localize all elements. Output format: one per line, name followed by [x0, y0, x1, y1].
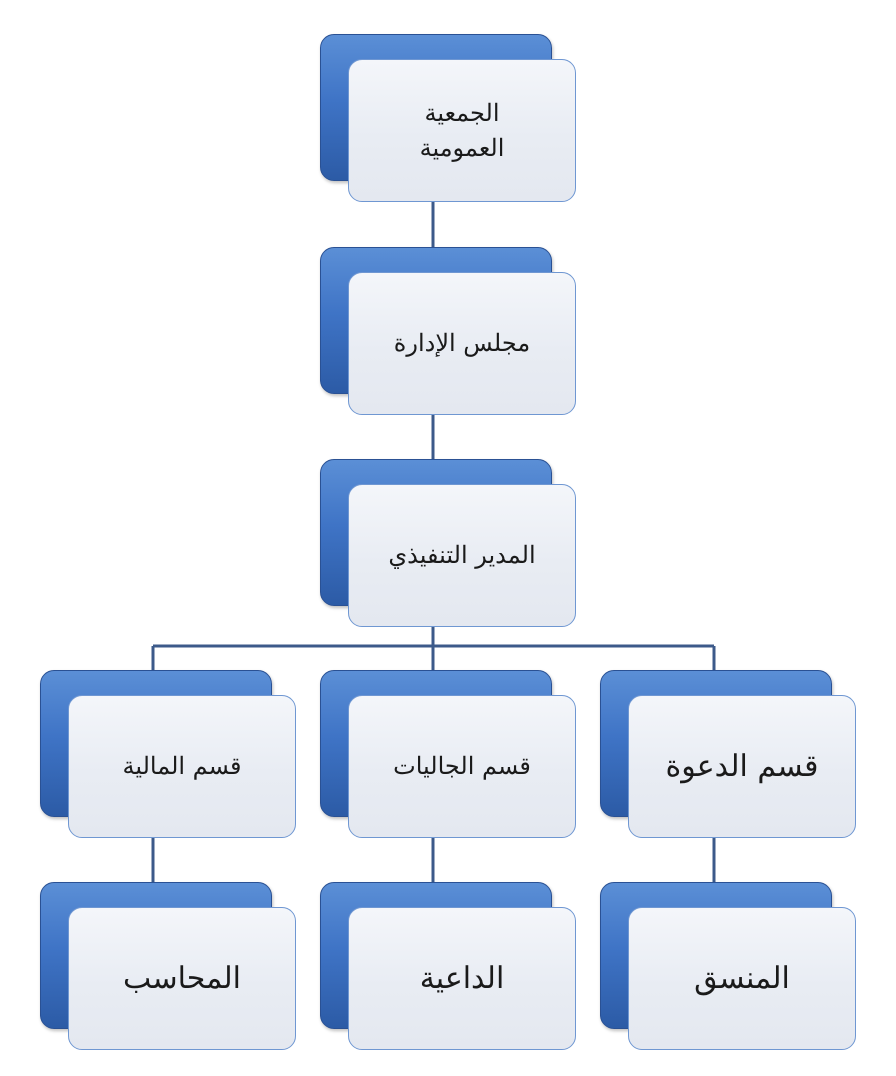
node-front-card: الداعية [348, 907, 576, 1050]
node-general-assembly: الجمعية العمومية [320, 34, 578, 204]
node-board: مجلس الإدارة [320, 247, 578, 417]
node-dept-dawah: قسم الدعوة [600, 670, 858, 840]
node-dept-finance: قسم المالية [40, 670, 298, 840]
dept-finance-label: قسم المالية [122, 752, 242, 781]
executive-director-label: المدير التنفيذي [388, 541, 536, 570]
general-assembly-line1: الجمعية [424, 98, 500, 127]
node-front-card: المحاسب [68, 907, 296, 1050]
dept-communities-label: قسم الجاليات [393, 752, 531, 781]
node-staff-preacher: الداعية [320, 882, 578, 1052]
node-front-card: قسم الدعوة [628, 695, 856, 838]
node-front-card: قسم الجاليات [348, 695, 576, 838]
general-assembly-line2: العمومية [419, 133, 505, 162]
node-staff-coordinator: المنسق [600, 882, 858, 1052]
node-staff-accountant: المحاسب [40, 882, 298, 1052]
node-label: الجمعية العمومية [406, 96, 519, 166]
staff-preacher-label: الداعية [419, 960, 505, 996]
node-front-card: الجمعية العمومية [348, 59, 576, 202]
node-executive-director: المدير التنفيذي [320, 459, 578, 629]
node-front-card: مجلس الإدارة [348, 272, 576, 415]
board-label: مجلس الإدارة [393, 329, 531, 358]
node-dept-communities: قسم الجاليات [320, 670, 578, 840]
dept-dawah-label: قسم الدعوة [665, 748, 819, 784]
node-front-card: المنسق [628, 907, 856, 1050]
node-front-card: المدير التنفيذي [348, 484, 576, 627]
staff-coordinator-label: المنسق [694, 960, 790, 996]
node-front-card: قسم المالية [68, 695, 296, 838]
staff-accountant-label: المحاسب [123, 960, 241, 996]
